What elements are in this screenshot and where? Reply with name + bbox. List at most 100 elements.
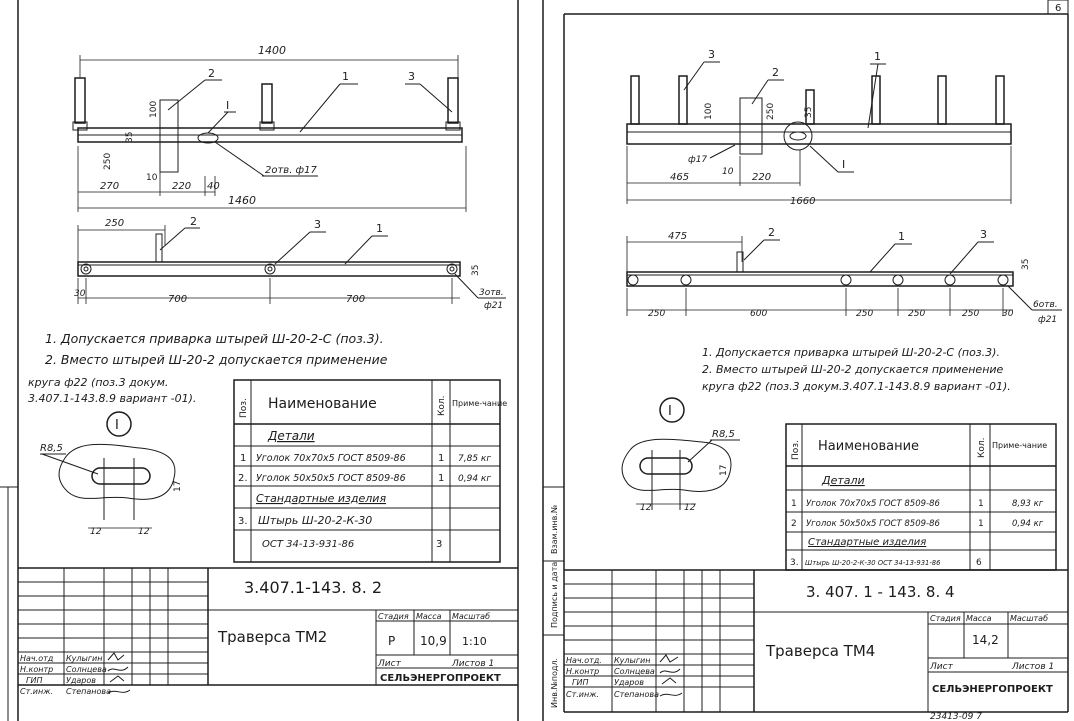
r-dim-100: 100 xyxy=(704,103,714,120)
spec-row2-pos: 2. xyxy=(238,473,248,484)
spec-row3-pos: 3. xyxy=(238,516,248,527)
section-mark-I: I xyxy=(226,99,229,112)
dim-250: 250 xyxy=(103,153,113,170)
note-line-3: круга ф22 (поз.3 докум. xyxy=(28,376,168,389)
callout-1: 1 xyxy=(342,70,349,83)
r-signature-4 xyxy=(659,692,683,697)
spec-row1-note: 7,85 кг xyxy=(458,454,491,464)
r-scale-header: Масштаб xyxy=(1010,614,1048,623)
corner-sheet-number: 6 xyxy=(1055,3,1061,14)
r-signature-1 xyxy=(659,654,679,663)
r-detail-w1: 12 xyxy=(640,503,652,513)
r-spec-qty-header: Кол. xyxy=(977,437,987,458)
r-mass-header: Масса xyxy=(966,614,992,623)
detail-h: 17 xyxy=(173,481,183,492)
signature-4 xyxy=(107,689,131,694)
sheet-header: Лист xyxy=(377,659,402,669)
right-spec-table: Поз. Наименование Кол. Приме-чание Детал… xyxy=(785,423,1057,571)
r-note-line-3: круга ф22 (поз.3 докум.3.407.1-143.8.9 в… xyxy=(702,380,1011,393)
spec-row1-qty: 1 xyxy=(438,453,444,464)
r-note-line-1: 1. Допускается приварка штырей Ш-20-2-С … xyxy=(702,346,1000,359)
drawing-name: Траверса ТМ2 xyxy=(217,628,327,646)
r-spec-row2-note: 0,94 кг xyxy=(1012,519,1044,529)
callout-3: 3 xyxy=(408,70,415,83)
r-footer-code: 23413-09 7 xyxy=(930,712,982,721)
left-detail-I: I R8,5 12 12 17 xyxy=(40,411,183,537)
callout-2: 2 xyxy=(208,67,215,80)
r-spec-row1-pos: 1 xyxy=(791,499,797,509)
detail-mark: I xyxy=(115,418,119,433)
dim-700-a: 700 xyxy=(168,294,187,305)
r-dim-250-c: 250 xyxy=(908,309,925,319)
signature-3 xyxy=(109,675,125,683)
signature-2 xyxy=(107,666,129,672)
dim-220: 220 xyxy=(172,181,191,192)
r-stage-header: Стадия xyxy=(930,614,961,623)
callout-3-front: 3 xyxy=(314,218,321,231)
right-top-view: 3 2 1 100 250 35 ф17 I 465 10 220 16 xyxy=(626,48,1012,207)
r-dim-250-b: 250 xyxy=(856,309,873,319)
mass-header: Масса xyxy=(416,612,442,621)
r-doc-number: 3. 407. 1 - 143. 8. 4 xyxy=(806,583,955,601)
side-label-2: Подпись и дата xyxy=(550,562,559,628)
r-person-1: Кулыгин xyxy=(614,656,650,665)
side-label-3: Инв.№подл. xyxy=(550,658,559,708)
dim-35: 35 xyxy=(125,132,135,143)
right-title-block: 3. 407. 1 - 143. 8. 4 Траверса ТМ4 Стади… xyxy=(564,569,1068,721)
r-role-4: Ст.инж. xyxy=(566,690,599,699)
side-label-1: Взам.инв.№ xyxy=(550,504,559,554)
r-dim-1660: 1660 xyxy=(790,196,815,207)
right-detail-I: I R8,5 12 12 17 xyxy=(621,397,740,513)
r-drawing-name: Траверса ТМ4 xyxy=(765,642,875,660)
dim-270: 270 xyxy=(100,181,119,192)
note-line-1: 1. Допускается приварка штырей Ш-20-2-С … xyxy=(45,331,384,346)
hole-dia-front: ф21 xyxy=(484,301,503,311)
note-line-4: 3.407.1-143.8.9 вариант -01). xyxy=(28,392,196,405)
r-spec-row1-name: Уголок 70х70х5 ГОСТ 8509-86 xyxy=(806,499,940,509)
r-callout-3: 3 xyxy=(708,48,715,61)
r-spec-note-header: Приме-чание xyxy=(992,441,1047,450)
right-sheet: 6 Взам.инв.№ Подпись и дата Инв.№подл. 3 xyxy=(542,0,1069,721)
dim-100: 100 xyxy=(149,101,159,118)
r-spec-row2-qty: 1 xyxy=(978,519,984,529)
role-2: Н.контр xyxy=(20,665,53,674)
r-spec-pos-header: Поз. xyxy=(791,440,801,460)
scale-header: Масштаб xyxy=(452,612,490,621)
spec-row4-qty: 3 xyxy=(436,539,442,550)
r-role-1: Нач.отд. xyxy=(566,656,602,665)
detail-w2: 12 xyxy=(138,527,150,537)
mass-value: 10,9 xyxy=(420,634,447,648)
spec-section-details: Детали xyxy=(267,429,315,443)
spec-row2-qty: 1 xyxy=(438,473,444,484)
holes-front: 3отв. xyxy=(479,288,504,298)
left-sheet: 1400 2 1 3 xyxy=(0,0,519,721)
spec-row1-name: Уголок 70х70х5 ГОСТ 8509-86 xyxy=(256,453,406,464)
detail-w1: 12 xyxy=(90,527,102,537)
r-person-2: Солнцева xyxy=(614,667,655,676)
left-spec-table: Поз. Наименование Кол. Приме-чание Детал… xyxy=(233,379,507,563)
r-callout-1-front: 1 xyxy=(898,230,905,243)
r-section-mark: I xyxy=(842,158,845,171)
r-organization: СЕЛЬЭНЕРГОПРОЕКТ xyxy=(932,684,1053,695)
r-dim-465: 465 xyxy=(670,172,689,183)
r-dim-475: 475 xyxy=(668,231,687,242)
r-dim-250-d: 250 xyxy=(962,309,979,319)
note-line-2: 2. Вместо штырей Ш-20-2 допускается прим… xyxy=(45,352,388,367)
r-spec-section-standard: Стандартные изделия xyxy=(808,537,926,548)
spec-row2-note: 0,94 кг xyxy=(458,474,491,484)
callout-2-front: 2 xyxy=(190,215,197,228)
r-holes: ф17 xyxy=(688,155,707,165)
dim-40: 40 xyxy=(207,181,220,192)
r-spec-row3-qty: 6 xyxy=(976,558,982,568)
r-hole-dia-front: ф21 xyxy=(1038,315,1057,325)
r-spec-row3-pos: 3. xyxy=(790,558,799,568)
dim-1460: 1460 xyxy=(228,194,256,207)
r-spec-row1-note: 8,93 кг xyxy=(1012,499,1044,509)
r-spec-row2-name: Уголок 50х50х5 ГОСТ 8509-86 xyxy=(806,519,940,529)
r-spec-row3-name: Штырь Ш-20-2-К-30 ОСТ 34-13-931-86 xyxy=(805,559,941,567)
r-detail-h: 17 xyxy=(719,465,729,476)
r-dim-35-front: 35 xyxy=(1021,259,1031,270)
r-callout-2-front: 2 xyxy=(768,226,775,239)
r-signature-2 xyxy=(659,668,681,674)
